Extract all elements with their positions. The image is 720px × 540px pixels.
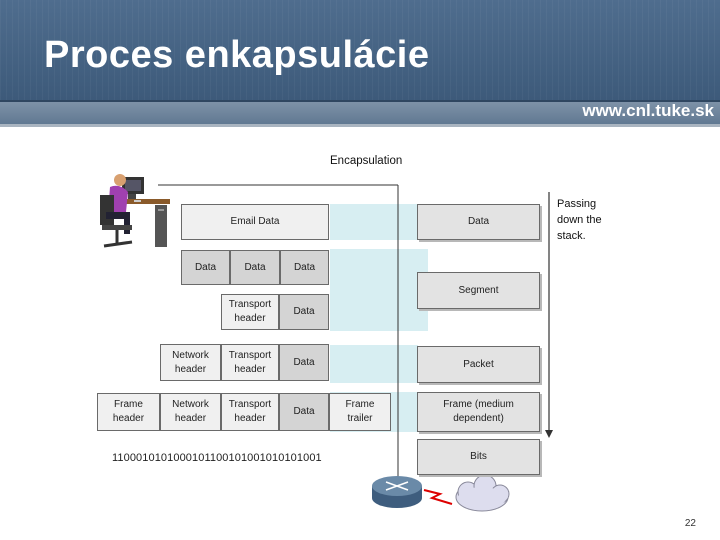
network-header-box: Network header [160,344,221,381]
diagram-title: Encapsulation [330,155,403,167]
transport-data-box: Data [279,294,329,330]
transport-data-label: Data [293,306,315,317]
email-data-box: Email Data [181,204,329,240]
transport-header-box: Transport header [221,294,279,330]
frame-network-header-box: Network header [160,393,221,431]
frame-data-box: Data [279,393,329,431]
frame-transport-header-box: Transport header [221,393,279,431]
header-strip [0,100,720,126]
network-header-label: Network header [172,349,209,375]
network-transport-header-box: Transport header [221,344,279,381]
band-data [330,204,418,240]
segment-data-box-2: Data [230,250,280,285]
frame-header-label: Frame header [112,399,145,424]
pdu-bits-label: Bits [470,451,487,462]
website-label: www.cnl.tuke.sk [582,101,714,120]
frame-trailer-label: Frame trailer [345,399,375,424]
pdu-packet-label: Packet [463,358,494,370]
page-number: 22 [684,518,696,529]
pdu-frame-box: Frame (medium dependent) [417,392,540,432]
pdu-segment-label: Segment [458,284,499,296]
pdu-packet-box: Packet [417,346,540,383]
link-icon [423,489,453,505]
pdu-data-box: Data [417,204,540,240]
frame-trailer-box: Frame trailer [329,393,391,431]
frame-network-header-label: Network header [172,399,209,424]
slide-title: Proces enkapsulácie [44,34,430,76]
pdu-data-label: Data [467,216,490,227]
band-segment [330,249,428,331]
computer-user-icon [100,174,170,248]
bitstream: 1100010101000101100101001010101001 [112,452,322,464]
network-data-label: Data [293,356,315,368]
segment-data-label-1: Data [194,261,217,273]
band-packet [330,345,418,383]
segment-data-label-2: Data [244,261,266,273]
strip-shadow [0,124,720,127]
segment-data-box-3: Data [280,250,329,285]
router-icon [372,476,422,508]
network-transport-header-label: Transport header [228,349,272,375]
pdu-bits-box: Bits [417,439,540,475]
pdu-frame-label: Frame (medium dependent) [443,399,514,424]
slide-header [0,0,720,100]
network-data-box: Data [279,344,329,381]
email-data-label: Email Data [230,216,280,227]
frame-header-box: Frame header [97,393,160,431]
frame-transport-header-label: Transport header [228,399,272,424]
segment-data-box-1: Data [181,250,230,285]
passing-note: Passing down the stack. [557,198,602,242]
transport-header-label: Transport header [228,299,272,324]
segment-data-label-3: Data [293,261,316,273]
frame-data-label: Data [293,406,315,417]
pdu-segment-box: Segment [417,272,540,309]
cloud-icon [455,474,510,512]
